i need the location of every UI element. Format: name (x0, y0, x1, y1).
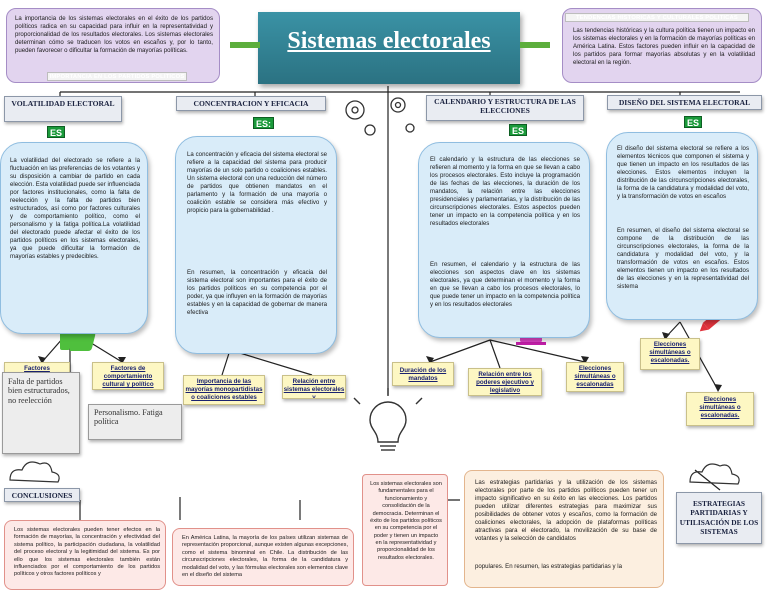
duracion-mandatos-label: Duración de los mandatos (399, 367, 447, 383)
concentracion-text-1: La concentración y eficacia del sistema … (187, 151, 327, 215)
relacion-poderes: Relación entre los poderes ejecutivo y l… (468, 368, 542, 396)
tendencias-label: TENDENCIAS HISTORICAS Y CULTURALES POLIT… (575, 15, 738, 21)
personalismo-box: Personalismo. Fatiga política (88, 404, 182, 440)
importancia-mayorias-label: Importancia de las mayorías monopartidis… (185, 378, 263, 402)
importancia-mayorias: Importancia de las mayorías monopartidis… (183, 375, 265, 405)
es-badge-calendario: ES (509, 124, 528, 136)
conclusion-text-3: Los sistemas electorales son fundamental… (370, 481, 442, 561)
concentracion-heading: CONCENTRACION Y EFICACIA (176, 96, 326, 111)
elecciones-simultaneas-diseno-1: Elecciones simultáneas o escalonadas. (640, 338, 700, 370)
falta-partidos-box: Falta de partidos bien estructurados, no… (2, 372, 80, 454)
page-title: Sistemas electorales (287, 28, 491, 54)
tendencias-box: TENDENCIAS HISTORICAS Y CULTURALES POLIT… (562, 8, 762, 83)
factores-comportamiento: Factores de comportamiento cultural y po… (92, 362, 164, 390)
elecciones-simultaneas-diseno-2-label: Elecciones simultáneas o escalonadas. (699, 396, 741, 420)
estrategias-heading: ESTRATEGIAS PARTIDARIAS Y UTILISACIÓN DE… (676, 492, 762, 544)
calendario-text-2: En resumen, el calendario y la estructur… (430, 261, 580, 309)
tendencias-label-bar: TENDENCIAS HISTORICAS Y CULTURALES POLIT… (565, 13, 749, 22)
elecciones-simultaneas-calendario-label: Elecciones simultáneas o escalonadas (574, 365, 616, 389)
relacion-sistemas: Relación entre sistemas electorales y (282, 375, 346, 399)
calendario-text-1: El calendario y la estructura de las ele… (430, 156, 580, 228)
volatilidad-box: La volatilidad del electorado se refiere… (0, 142, 148, 334)
diseno-heading: DISEÑO DEL SISTEMA ELECTORAL (607, 95, 762, 110)
duracion-mandatos: Duración de los mandatos (392, 362, 454, 386)
es-badge-concentracion: ES: (253, 117, 275, 129)
volatilidad-heading: VOLATILIDAD ELECTORAL (4, 96, 122, 122)
factores-comportamiento-label: Factores de comportamiento cultural y po… (102, 365, 154, 389)
conclusion-box-3: Los sistemas electorales son fundamental… (362, 474, 448, 586)
importancia-label: IMPORTANCIA EN LOS PARTIDOS POLITICOS (49, 74, 185, 80)
diseno-text-2: En resumen, el diseño del sistema electo… (617, 227, 749, 291)
es-badge-volatilidad: ES (47, 126, 66, 138)
elecciones-simultaneas-calendario: Elecciones simultáneas o escalonadas (566, 362, 624, 392)
relacion-sistemas-label: Relación entre sistemas electorales y (283, 378, 345, 399)
estrategias-text-1: Las estrategias partidarias y la utiliza… (475, 479, 657, 543)
title-right-bar (520, 42, 550, 48)
conclusion-text-2: En América Latina, la mayoría de los paí… (182, 535, 348, 578)
conclusion-box-2: En América Latina, la mayoría de los paí… (172, 528, 354, 586)
importancia-label-bar: IMPORTANCIA EN LOS PARTIDOS POLITICOS (47, 72, 187, 81)
elecciones-simultaneas-diseno-2: Elecciones simultáneas o escalonadas. (686, 392, 754, 426)
importancia-box: La importancia de los sistemas electoral… (6, 8, 220, 83)
conclusiones-heading: CONCLUSIONES (4, 488, 80, 502)
title-box: Sistemas electorales (258, 12, 520, 84)
tendencias-text: Las tendencias históricas y la cultura p… (573, 27, 755, 67)
relacion-poderes-label: Relación entre los poderes ejecutivo y l… (476, 371, 534, 395)
concentracion-text-2: En resumen, la concentración y eficacia … (187, 269, 327, 317)
volatilidad-text: La volatilidad del electorado se refiere… (10, 157, 140, 261)
es-badge-diseno: ES (684, 116, 703, 128)
title-left-bar (230, 42, 260, 48)
conclusion-text-1: Los sistemas electorales pueden tener ef… (14, 527, 160, 578)
elecciones-simultaneas-diseno-1-label: Elecciones simultáneas o escalonadas. (649, 341, 691, 365)
estrategias-text-2: populares. En resumen, las estrategias p… (475, 563, 623, 570)
concentracion-box: La concentración y eficacia del sistema … (175, 136, 337, 354)
diseno-text-1: El diseño del sistema electoral se refie… (617, 145, 749, 201)
estrategias-box: Las estrategias partidarias y la utiliza… (464, 470, 664, 588)
importancia-text: La importancia de los sistemas electoral… (15, 15, 213, 55)
conclusion-box-1: Los sistemas electorales pueden tener ef… (4, 520, 166, 590)
calendario-heading: CALENDARIO Y ESTRUCTURA DE LAS ELECCIONE… (426, 95, 584, 121)
diseno-box: El diseño del sistema electoral se refie… (606, 132, 758, 320)
calendario-box: El calendario y la estructura de las ele… (418, 142, 590, 338)
